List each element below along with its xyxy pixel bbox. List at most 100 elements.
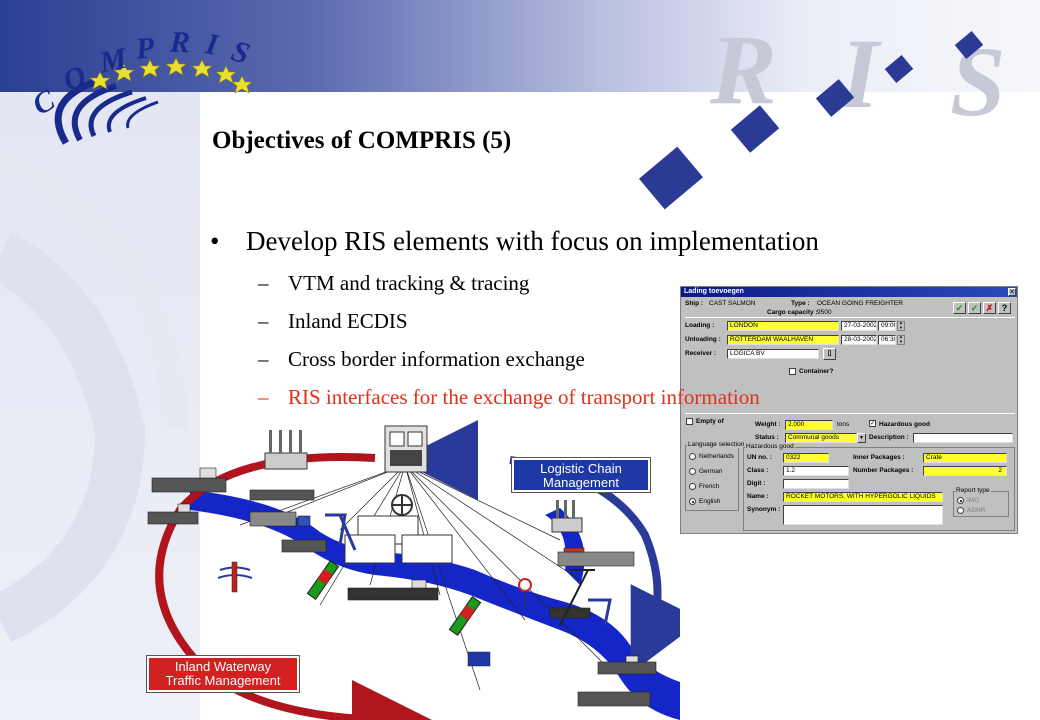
un-label: UN no. : (747, 454, 772, 461)
ship-icon (347, 579, 439, 601)
ship-icon (151, 467, 227, 493)
language-radio[interactable] (689, 468, 696, 475)
crane-icon (325, 513, 357, 551)
main-bullet: • Develop RIS elements with focus on impl… (210, 226, 819, 257)
container-label: Container? (799, 368, 834, 375)
weight-input[interactable]: 2.000 (785, 420, 833, 430)
loading-time-input[interactable]: 09:00 (878, 321, 896, 331)
main-bullet-text: Develop RIS elements with focus on imple… (246, 226, 819, 256)
status-label: Status : (755, 434, 779, 441)
help-button[interactable]: ? (998, 302, 1011, 314)
logistic-line1: Logistic Chain (540, 461, 622, 476)
digit-label: Digit : (747, 480, 766, 487)
type-value: OCEAN GOING FREIGHTER (817, 300, 903, 307)
divider (685, 413, 1015, 414)
satellite-dish-icon (391, 494, 413, 516)
hazardous-checkbox[interactable]: ✓ (869, 420, 876, 427)
description-input[interactable] (913, 433, 1013, 443)
loading-input[interactable]: LONDON (727, 321, 839, 331)
sub-bullet-text: VTM and tracking & tracing (288, 271, 530, 295)
hazard-group (743, 447, 1015, 531)
weight-unit: tons (837, 421, 850, 428)
language-radio-selected[interactable] (689, 498, 696, 505)
receiver-label: Receiver : (685, 350, 717, 357)
sub-bullet-text: Cross border information exchange (288, 347, 585, 371)
ship-icon (249, 489, 315, 501)
sub-bullet-text: RIS interfaces for the exchange of trans… (288, 385, 760, 409)
confirm-button[interactable]: ✓ (953, 302, 966, 314)
bullet-glyph: • (210, 226, 220, 256)
red-cycle-arrow-icon (155, 453, 432, 720)
truck-icon (249, 511, 311, 527)
status-select[interactable]: Communal goods (785, 433, 857, 443)
connection-lines-icon (239, 464, 611, 691)
accept-button[interactable]: ✓ (968, 302, 981, 314)
language-option: German (699, 468, 723, 475)
receiver-input[interactable]: LOGICA BV (727, 349, 819, 359)
ship-icon (577, 691, 651, 707)
ship-value: CAST SALMON (709, 300, 756, 307)
hazardous-label: Hazardous good (879, 421, 930, 428)
empty-checkbox[interactable] (686, 418, 693, 425)
unloading-date-input[interactable]: 28-03-2002 (841, 335, 877, 345)
compris-logo: C O M P R I S (27, 18, 288, 168)
language-option: Netherlands (699, 453, 735, 460)
document-icon (344, 534, 396, 564)
cancel-button[interactable]: ✗ (983, 302, 996, 314)
form-titlebar: Lading toevoegen (681, 287, 1017, 297)
name-label: Name : (747, 493, 769, 500)
train-icon (557, 547, 635, 567)
inner-packages-label: Inner Packages : (853, 454, 905, 461)
ris-square-icon (884, 55, 914, 83)
watermark-letter: R (710, 14, 777, 125)
chevron-down-icon[interactable]: ▼ (857, 433, 866, 443)
divider (685, 317, 1015, 318)
loading-date-input[interactable]: 27-03-2002 (841, 321, 877, 331)
inner-packages-input[interactable]: Crate (923, 453, 1007, 463)
sub-bullet-text: Inland ECDIS (288, 309, 408, 333)
report-option: ADNR (967, 507, 986, 514)
traffic-signal-icon (448, 596, 482, 636)
class-label: Class : (747, 467, 769, 474)
logistic-chain-management-label: Logistic Chain Management (511, 457, 651, 493)
digit-input[interactable] (783, 479, 849, 489)
crane-icon (559, 569, 595, 626)
type-label: Type : (791, 300, 810, 307)
unloading-input[interactable]: ROTTERDAM WAALHAVEN (727, 335, 839, 345)
watermark-letter: I (840, 18, 879, 129)
number-packages-input[interactable]: 2 (923, 466, 1007, 476)
report-radio-selected[interactable] (957, 497, 964, 504)
document-icon[interactable]: ▯ (823, 348, 836, 360)
logistic-line2: Management (543, 475, 619, 490)
class-input[interactable]: 1.2 (783, 466, 849, 476)
capacity-value: 9500 (817, 309, 832, 316)
dash-glyph: – (258, 309, 269, 333)
sub-bullet-highlighted: –RIS interfaces for the exchange of tran… (258, 385, 760, 410)
language-radio[interactable] (689, 483, 696, 490)
slide-title: Objectives of COMPRIS (5) (212, 127, 512, 154)
transport-diagram: Logistic Chain Management Inland Waterwa… (140, 420, 680, 720)
inland-waterway-traffic-management-label: Inland Waterway Traffic Management (146, 655, 300, 693)
unloading-time-stepper[interactable] (897, 334, 905, 345)
language-group-label: Language selection (687, 441, 746, 448)
container-checkbox[interactable] (789, 368, 796, 375)
synonym-textarea[interactable] (783, 505, 943, 525)
ship-icon (147, 503, 199, 525)
unloading-time-input[interactable]: 06:30 (878, 335, 896, 345)
ship-icon (281, 539, 327, 553)
factory-icon (264, 430, 308, 470)
ship-label: Ship : (685, 300, 704, 307)
un-input[interactable]: 0322 (783, 453, 829, 463)
form-close-button[interactable]: ✕ (1008, 288, 1016, 296)
cargo-form-window: Lading toevoegen ✕ Ship : CAST SALMON Ty… (680, 286, 1018, 534)
capacity-label: Cargo capacity : (767, 309, 818, 316)
language-radio[interactable] (689, 453, 696, 460)
dash-glyph: – (258, 347, 269, 371)
inland-line1: Inland Waterway (174, 659, 272, 674)
report-radio[interactable] (957, 507, 964, 514)
hazard-group-label: Hazardous good (745, 443, 795, 450)
description-label: Description : (869, 434, 909, 441)
name-input[interactable]: ROCKET MOTORS, WITH HYPERGOLIC LIQUIDS (783, 492, 943, 502)
loading-time-stepper[interactable] (897, 320, 905, 331)
